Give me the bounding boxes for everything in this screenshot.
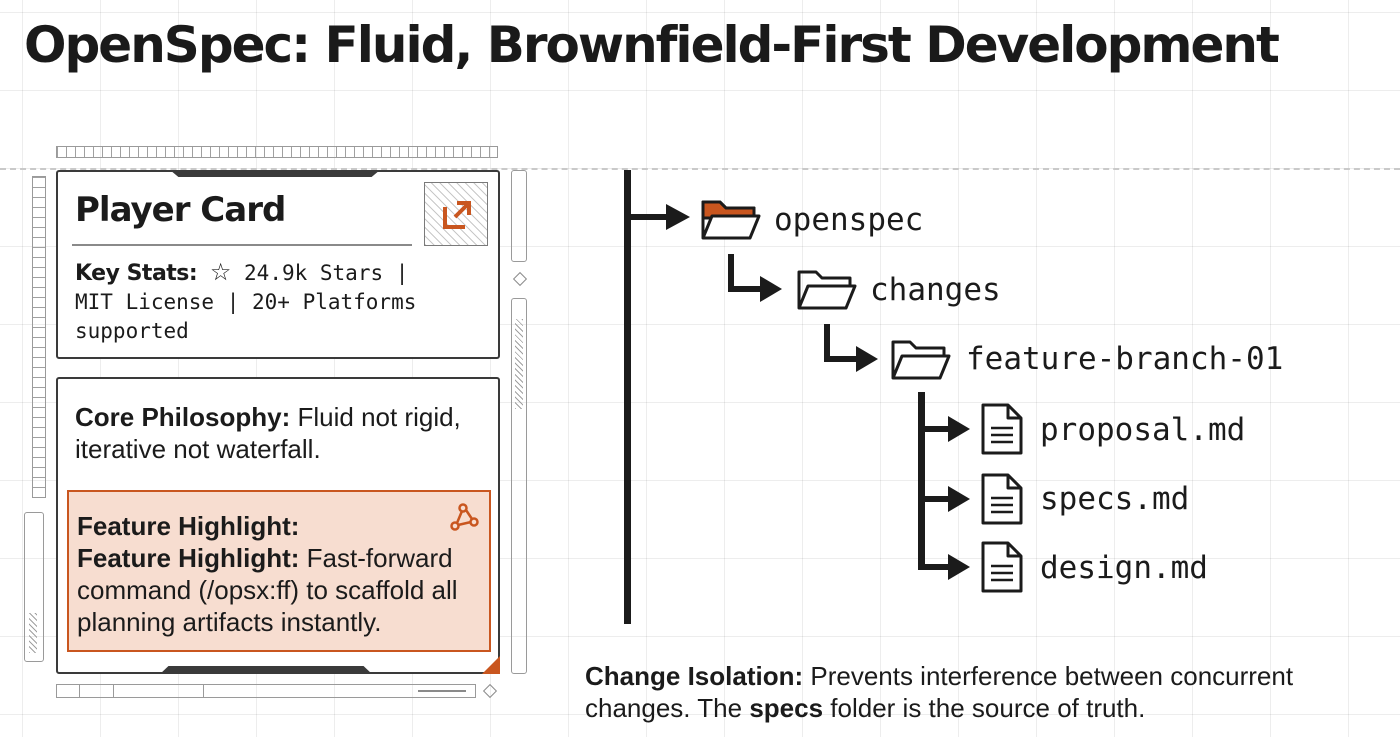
arrow-right-icon <box>760 276 782 302</box>
caption-text: Prevents interference between concurrent… <box>585 661 1294 723</box>
key-stats-label: Key Stats: <box>75 261 198 286</box>
caption-label: Change Isolation: <box>585 661 804 691</box>
rail-left-lower <box>24 512 44 662</box>
branch-node-icon <box>450 503 479 531</box>
arrow-right-icon <box>948 486 970 512</box>
hatch-pattern <box>515 319 523 409</box>
bottom-ruler <box>56 684 476 698</box>
feature-highlight-text: Feature Highlight: Feature Highlight: Fa… <box>77 510 477 638</box>
folder-open-icon[interactable] <box>890 336 952 382</box>
tree-connector <box>918 564 950 570</box>
document-icon[interactable] <box>980 472 1024 526</box>
arrow-right-icon <box>948 554 970 580</box>
tree-trunk <box>624 170 631 624</box>
feature-highlight-heading: Feature Highlight: <box>77 511 300 541</box>
document-icon[interactable] <box>980 540 1024 594</box>
core-philosophy: Core Philosophy: Fluid not rigid, iterat… <box>75 401 495 465</box>
rail-right-lower <box>511 298 527 674</box>
document-icon[interactable] <box>980 402 1024 456</box>
caption-text-end: folder is the source of truth. <box>830 693 1146 723</box>
tree-branch <box>918 392 925 570</box>
ruler-left <box>32 176 46 498</box>
ruler-segment <box>203 685 204 697</box>
rail-right-upper <box>511 170 527 262</box>
tree-connector <box>824 356 860 362</box>
key-stats: Key Stats: ☆ 24.9k Stars | MIT License |… <box>75 258 485 346</box>
tree-connector <box>624 214 670 220</box>
hatch-pattern <box>29 613 37 653</box>
arrow-right-icon <box>856 346 878 372</box>
file-design[interactable]: design.md <box>1040 550 1208 586</box>
tree-connector <box>728 286 764 292</box>
feature-highlight-label: Feature Highlight: <box>77 543 300 573</box>
ruler-top <box>56 146 498 158</box>
star-icon: ☆ <box>209 258 232 286</box>
diamond-marker <box>482 683 498 699</box>
player-card: Player Card Key Stats: ☆ 24.9k Stars | M… <box>56 170 500 359</box>
card-tab <box>170 170 380 177</box>
tree-connector <box>918 496 950 502</box>
folder-openspec[interactable]: openspec <box>774 202 924 238</box>
page-title: OpenSpec: Fluid, Brownfield-First Develo… <box>24 16 1280 74</box>
tree-connector <box>918 426 950 432</box>
corner-accent <box>482 656 500 674</box>
folder-open-icon[interactable] <box>700 196 762 242</box>
core-philosophy-label: Core Philosophy: <box>75 402 291 432</box>
tree-connector <box>728 254 734 292</box>
core-philosophy-text: Fluid not rigid, iterative not waterfall… <box>75 402 461 464</box>
change-isolation-caption: Change Isolation: Prevents interference … <box>585 660 1395 724</box>
dashed-separator <box>0 168 1400 170</box>
ruler-segment <box>79 685 80 697</box>
key-stats-license: MIT License | 20+ Platforms <box>75 290 417 314</box>
key-stats-supported: supported <box>75 319 189 343</box>
caption-bold-word: specs <box>749 693 824 723</box>
expand-arrow-icon <box>424 182 488 246</box>
philosophy-card: Core Philosophy: Fluid not rigid, iterat… <box>56 377 500 674</box>
key-stats-stars: 24.9k Stars | <box>244 261 409 285</box>
player-card-heading: Player Card <box>75 190 286 230</box>
card-tab <box>160 666 372 674</box>
bottom-arrow-line <box>418 690 466 692</box>
feature-highlight-box: Feature Highlight: Feature Highlight: Fa… <box>67 490 491 652</box>
folder-open-icon[interactable] <box>796 266 858 312</box>
file-proposal[interactable]: proposal.md <box>1040 412 1246 448</box>
file-specs[interactable]: specs.md <box>1040 481 1190 517</box>
feature-highlight-description: Fast-forward command (/opsx:ff) to scaff… <box>77 543 458 637</box>
ruler-segment <box>113 685 114 697</box>
diamond-marker <box>512 271 528 287</box>
card-divider <box>72 244 412 246</box>
folder-feature-branch[interactable]: feature-branch-01 <box>966 341 1284 377</box>
arrow-right-icon <box>666 204 690 230</box>
arrow-right-icon <box>948 416 970 442</box>
tree-connector <box>824 324 830 362</box>
folder-changes[interactable]: changes <box>870 272 1001 308</box>
